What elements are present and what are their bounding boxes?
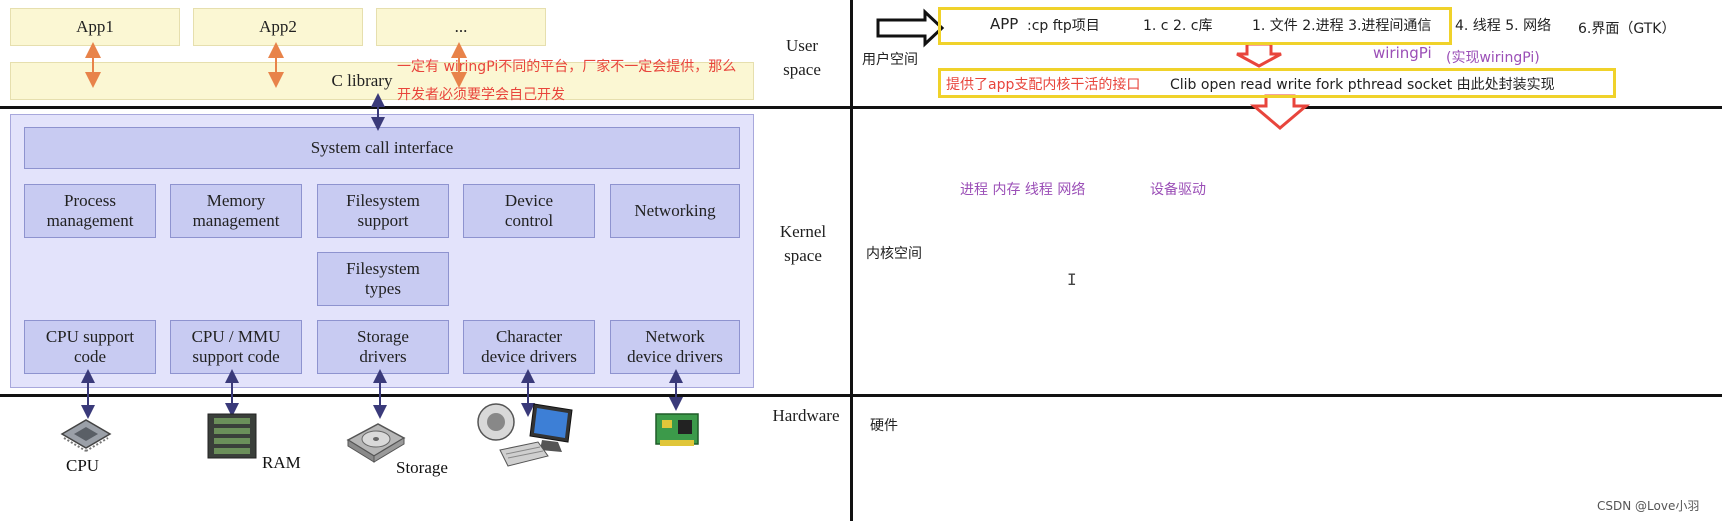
app-topics-more: 4. 线程 5. 网络 [1455,15,1551,35]
cpu-icon [56,410,116,456]
wiringpi-impl-label: (实现wiringPi) [1446,47,1540,67]
red-down-arrow-1 [1237,44,1281,66]
interface-red-text: 提供了app支配内核干活的接口 [946,74,1140,94]
hardware-cn-label: 硬件 [870,415,898,435]
ram-icon [204,408,260,464]
outline-right-arrow [878,12,942,44]
gui-topic: 6.界面（GTK） [1578,18,1675,38]
text-cursor-icon: I [1067,270,1077,289]
network-card-icon [652,408,702,450]
kernel-topics-label: 进程 内存 线程 网络 [960,179,1085,199]
user-space-cn-label: 用户空间 [862,49,918,69]
app-project-label: :cp ftp项目 [1027,15,1100,35]
interface-clib-text: Clib open read write fork pthread socket… [1170,74,1555,94]
storage-label: Storage [396,458,448,478]
device-drivers-cn-label: 设备驱动 [1150,179,1206,199]
c-lib-topics: 1. c 2. c库 [1143,15,1212,35]
watermark: CSDN @Love小羽 [1597,497,1699,514]
cpu-label: CPU [66,456,99,476]
peripherals-icon [474,396,584,474]
app-label: APP [990,15,1018,33]
kernel-space-cn-label: 内核空间 [866,243,922,263]
ram-label: RAM [262,453,301,473]
red-down-arrow-2 [1254,96,1306,128]
wiringpi-label: wiringPi [1373,44,1432,62]
app-topics-line: 1. 文件 2.进程 3.进程间通信 [1252,15,1431,35]
